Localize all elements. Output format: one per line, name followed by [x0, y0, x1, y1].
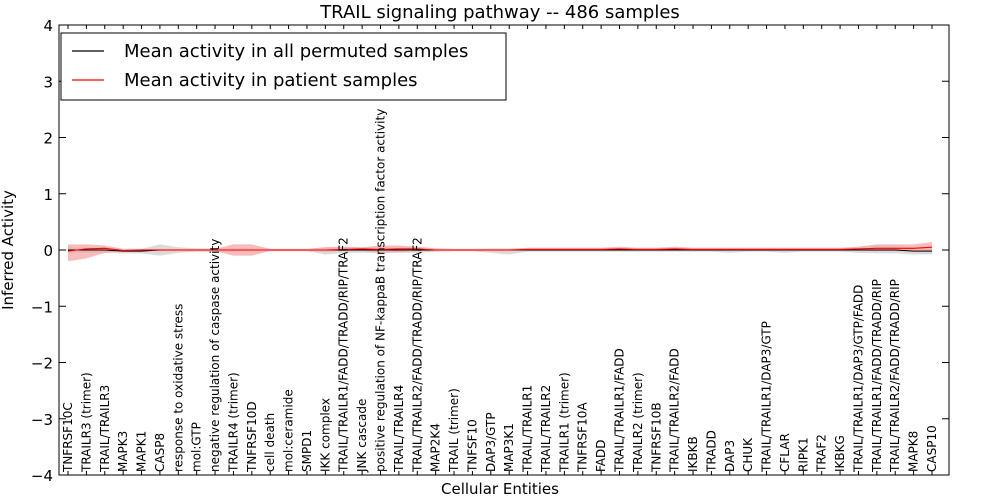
- y-tick-label: −1: [31, 298, 53, 316]
- y-tick-label: 0: [43, 242, 53, 260]
- x-tick-label: MAPK8: [907, 431, 921, 472]
- x-tick-label: JNK cascade: [355, 399, 369, 473]
- series-band-1: [68, 242, 932, 262]
- x-tick-label: RIPK1: [796, 437, 810, 472]
- x-tick-label: FADD: [594, 440, 608, 473]
- x-tick-label: CASP10: [925, 425, 939, 472]
- legend: Mean activity in all permuted samples Me…: [60, 32, 507, 101]
- x-tick-label: TRAIL/TRAILR1/FADD/TRADD/RIP/TRAF2: [337, 237, 351, 473]
- x-tick-label: SMPD1: [300, 430, 314, 472]
- x-tick-label: CASP8: [153, 433, 167, 472]
- x-tick-label: TRAIL/TRAILR2/FADD/TRADD/RIP: [888, 279, 902, 473]
- y-tick-labels: 4 3 2 1 0 −1 −2 −3 −4: [31, 17, 53, 485]
- x-tick-label: MAPK1: [135, 431, 149, 472]
- x-tick-label: negative regulation of caspase activity: [208, 239, 222, 472]
- y-tick-label: −2: [31, 355, 53, 373]
- x-tick-label: TRAIL/TRAILR1/DAP3/GTP: [760, 321, 774, 473]
- x-tick-label: DAP3: [723, 440, 737, 472]
- x-tick-label: IKBKB: [686, 436, 700, 472]
- x-tick-label: TRAIL/TRAILR2/FADD/TRADD/RIP/TRAF2: [410, 237, 424, 473]
- series-lines: [67, 246, 933, 252]
- x-tick-label: TRAIL/TRAILR1: [521, 385, 535, 473]
- legend-label-patient: Mean activity in patient samples: [124, 70, 418, 91]
- x-tick-label: TNFSF10: [465, 419, 479, 473]
- x-tick-label: TNFRSF10B: [649, 402, 663, 473]
- x-tick-label: TRAIL/TRAILR2/FADD: [668, 348, 682, 473]
- x-tick-label: cell death: [263, 413, 277, 472]
- x-tick-label: positive regulation of NF-kappaB transcr…: [374, 109, 388, 472]
- series-line-1: [67, 246, 933, 252]
- y-tick-label: 2: [43, 130, 53, 148]
- legend-box: [60, 32, 507, 101]
- confidence-bands: [68, 242, 932, 262]
- chart-title: TRAIL signaling pathway -- 486 samples: [319, 2, 680, 23]
- y-axis-label: Inferred Activity: [0, 190, 17, 310]
- x-tick-label: TRAILR4 (trimer): [226, 372, 240, 473]
- x-tick-label: TRAIL/TRAILR3: [98, 385, 112, 473]
- x-tick-label: mol:ceramide: [282, 389, 296, 472]
- x-tick-label: TRAIL (trimer): [447, 388, 461, 473]
- x-tick-label: TRAIL/TRAILR4: [392, 385, 406, 473]
- legend-label-permuted: Mean activity in all permuted samples: [124, 41, 468, 62]
- x-tick-label: TRAIL/TRAILR1/FADD: [612, 348, 626, 473]
- x-tick-label: TRAIL/TRAILR1/DAP3/GTP/FADD: [851, 285, 865, 473]
- x-tick-label: mol:GTP: [190, 422, 204, 472]
- x-tick-label: TRAIL/TRAILR1/FADD/TRADD/RIP: [870, 279, 884, 473]
- x-tick-label: TNFRSF10A: [576, 402, 590, 473]
- x-tick-label: TRAILR1 (trimer): [557, 372, 571, 473]
- x-tick-label: MAP2K4: [429, 423, 443, 472]
- x-tick-label: CFLAR: [778, 433, 792, 472]
- x-tick-label: TRAILR2 (trimer): [631, 372, 645, 473]
- x-tick-label: TRAIL/TRAILR2: [539, 385, 553, 473]
- x-tick-label: TRAF2: [815, 434, 829, 473]
- x-tick-label: MAPK3: [116, 431, 130, 472]
- y-tick-label: −3: [31, 411, 53, 429]
- y-tick-label: 3: [43, 73, 53, 91]
- x-tick-label: IKBKG: [833, 435, 847, 472]
- x-tick-label: MAP3K1: [502, 423, 516, 472]
- x-tick-label: IKK complex: [318, 398, 332, 472]
- y-tick-label: 4: [43, 17, 53, 35]
- x-axis-label: Cellular Entities: [441, 480, 559, 498]
- x-tick-label: TNFRSF10D: [245, 401, 259, 473]
- x-tick-label: TRAILR3 (trimer): [79, 372, 93, 473]
- x-tick-label: TRADD: [704, 430, 718, 473]
- x-tick-label: CHUK: [741, 437, 755, 472]
- x-tick-label: TNFRSF10C: [61, 402, 75, 473]
- x-tick-label: response to oxidative stress: [171, 304, 185, 472]
- x-tick-label: DAP3/GTP: [484, 412, 498, 472]
- axis-ticks: [59, 24, 949, 476]
- y-tick-label: −4: [31, 467, 53, 485]
- y-tick-label: 1: [43, 186, 53, 204]
- plot-frame: [58, 24, 950, 476]
